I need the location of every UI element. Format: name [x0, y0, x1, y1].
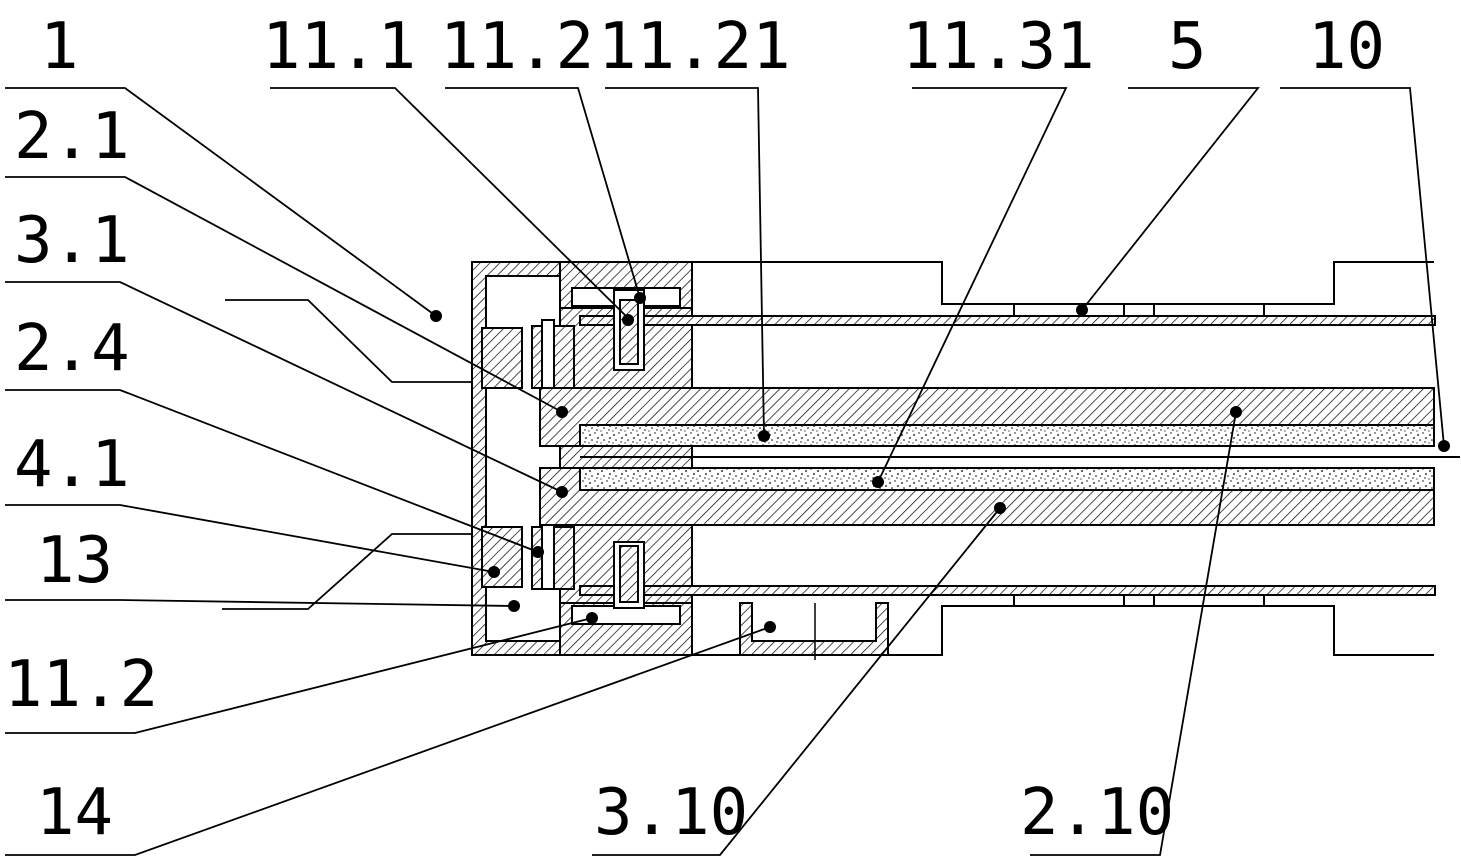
bottom-clamp	[559, 541, 693, 656]
label-11-2-bottom: 11.2	[4, 648, 158, 722]
label-14: 14	[36, 776, 113, 850]
label-13: 13	[36, 524, 113, 598]
label-11-2-top: 11.2	[440, 10, 594, 84]
bearings	[481, 319, 575, 590]
label-11-31: 11.31	[902, 10, 1095, 84]
leader-dots	[430, 292, 1450, 633]
label-1: 1	[40, 10, 79, 84]
label-5: 5	[1168, 10, 1207, 84]
label-3-10: 3.10	[594, 776, 748, 850]
bottom-port	[739, 602, 889, 660]
leader-lines	[5, 87, 1445, 856]
top-clamp	[559, 261, 693, 371]
label-4-1: 4.1	[14, 428, 130, 502]
label-11-1: 11.1	[262, 10, 416, 84]
label-2-1: 2.1	[14, 100, 130, 174]
label-3-1: 3.1	[14, 204, 130, 278]
label-group: 1 11.1 11.2 11.21 11.31 5 10 2.1 3.1 2.4…	[4, 10, 1385, 850]
outer-tube	[579, 315, 1436, 596]
label-10: 10	[1308, 10, 1385, 84]
label-2-10: 2.10	[1020, 776, 1174, 850]
label-11-21: 11.21	[598, 10, 791, 84]
label-2-4: 2.4	[14, 312, 130, 386]
